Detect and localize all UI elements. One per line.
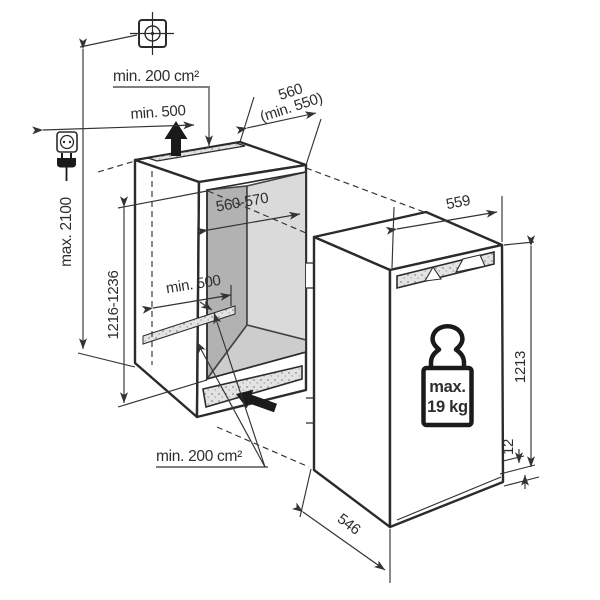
niche-height-label: 1216-1236 [105, 270, 122, 339]
weight-max-label: max. [429, 378, 465, 396]
appliance-door-bottom-edge [396, 476, 502, 521]
niche-cabinet [133, 140, 316, 424]
dimension-line [196, 211, 301, 236]
extension-line [305, 118, 322, 166]
niche-depth-label: 560 [276, 80, 304, 104]
extension-line [503, 476, 540, 487]
dim-top-clearance: min. 500 [32, 102, 195, 135]
dashed-line-top-left [97, 160, 136, 173]
appliance-width-label: 559 [445, 192, 472, 213]
dim-appliance-height: 1213 [503, 235, 535, 468]
dim-overall-height: max. 2100 [58, 34, 138, 368]
power-socket-icon [56, 131, 78, 153]
dimension-line [235, 111, 317, 135]
bottom-vent-area-label: min. 200 cm² [156, 448, 242, 465]
vent-grille-notch-2 [454, 254, 486, 273]
weight-value-label: 19 kg [427, 398, 468, 416]
leader-line [213, 312, 266, 468]
extension-line [239, 96, 255, 143]
extension-line [499, 464, 536, 475]
fixing-point-crosshair-icon [130, 12, 174, 55]
extension-line [299, 468, 312, 518]
dim-appliance-width: 559 [385, 192, 503, 269]
niche-floor-vent-cutout [142, 305, 236, 345]
dim-niche-height: 1216-1236 [105, 190, 208, 408]
extension-line [503, 241, 535, 246]
appliance-height-label: 1213 [512, 351, 529, 383]
dim-door-gap: 12 [499, 439, 540, 489]
weight-knob [428, 323, 467, 369]
airflow-in-arrow-icon [236, 389, 277, 413]
dimension-line [385, 209, 498, 235]
weight-body [421, 365, 474, 428]
max-door-weight-icon: max. 19 kg [421, 323, 474, 428]
dashed-line-to-appliance-bottom [216, 426, 310, 468]
annotation-bottom-vent: min. 200 cm² [156, 312, 268, 468]
leader-arrow [199, 300, 213, 311]
top-vent-area-label: min. 200 cm² [113, 68, 199, 85]
power-plug-icon [57, 153, 76, 181]
overall-height-label: max. 2100 [58, 196, 75, 266]
dimension-line [141, 292, 232, 314]
dimension-line [32, 121, 195, 135]
appliance-left-face [312, 235, 392, 529]
dimension-line [291, 502, 386, 571]
appliance-refrigerator [312, 210, 505, 529]
extension-line [117, 190, 208, 209]
niche-top-vent-cutout [147, 142, 246, 162]
door-gap-label: 12 [500, 439, 517, 455]
extension-line [77, 352, 136, 368]
extension-line [117, 379, 208, 408]
dashed-line-to-appliance-top [305, 167, 425, 213]
top-clearance-label: min. 500 [130, 102, 186, 123]
annotation-top-vent: min. 200 cm² [113, 68, 213, 147]
appliance-depth-label: 546 [334, 510, 364, 538]
leader-line [196, 341, 266, 468]
vent-grille-notch-1 [423, 265, 442, 282]
leader-line [79, 34, 138, 48]
airflow-up-arrow-icon [164, 121, 188, 156]
underline [502, 455, 525, 462]
niche-plinth-vent-grille [202, 364, 303, 409]
